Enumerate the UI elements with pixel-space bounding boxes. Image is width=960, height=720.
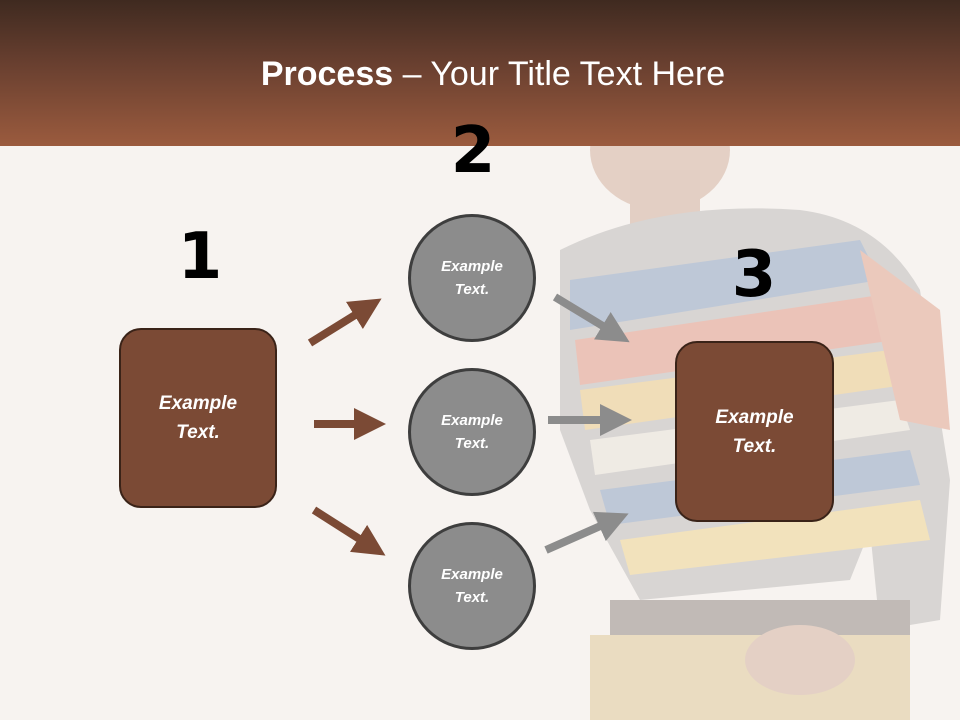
step-3-box: Example Text. bbox=[675, 341, 834, 522]
step-number-1: 1 bbox=[177, 220, 223, 294]
step-1-text: Example Text. bbox=[158, 393, 238, 443]
circle-text: Example Text. bbox=[441, 258, 503, 298]
step-3-text: Example Text. bbox=[715, 406, 794, 457]
arrow-1-to-top bbox=[307, 298, 382, 347]
step-number-3: 3 bbox=[731, 238, 777, 312]
step-number-2: 2 bbox=[450, 114, 496, 188]
title-rest: – Your Title Text Here bbox=[393, 55, 726, 93]
arrow-1-to-bottom bbox=[311, 506, 386, 556]
title-bold: Process bbox=[260, 55, 394, 93]
step-2-circle-top: Example Text. bbox=[408, 214, 536, 342]
circle-text: Example Text. bbox=[441, 412, 503, 452]
step-2-circle-bottom: Example Text. bbox=[408, 522, 536, 650]
arrow-bottom-to-3 bbox=[544, 511, 629, 554]
step-1-box: Example Text. bbox=[119, 328, 277, 508]
step-2-circle-middle: Example Text. bbox=[408, 368, 536, 496]
arrow-top-to-3 bbox=[552, 293, 630, 343]
circle-text: Example Text. bbox=[441, 566, 503, 606]
page-title: Process – Your Title Text Here bbox=[0, 52, 960, 96]
title-bar: Process – Your Title Text Here bbox=[0, 0, 960, 146]
